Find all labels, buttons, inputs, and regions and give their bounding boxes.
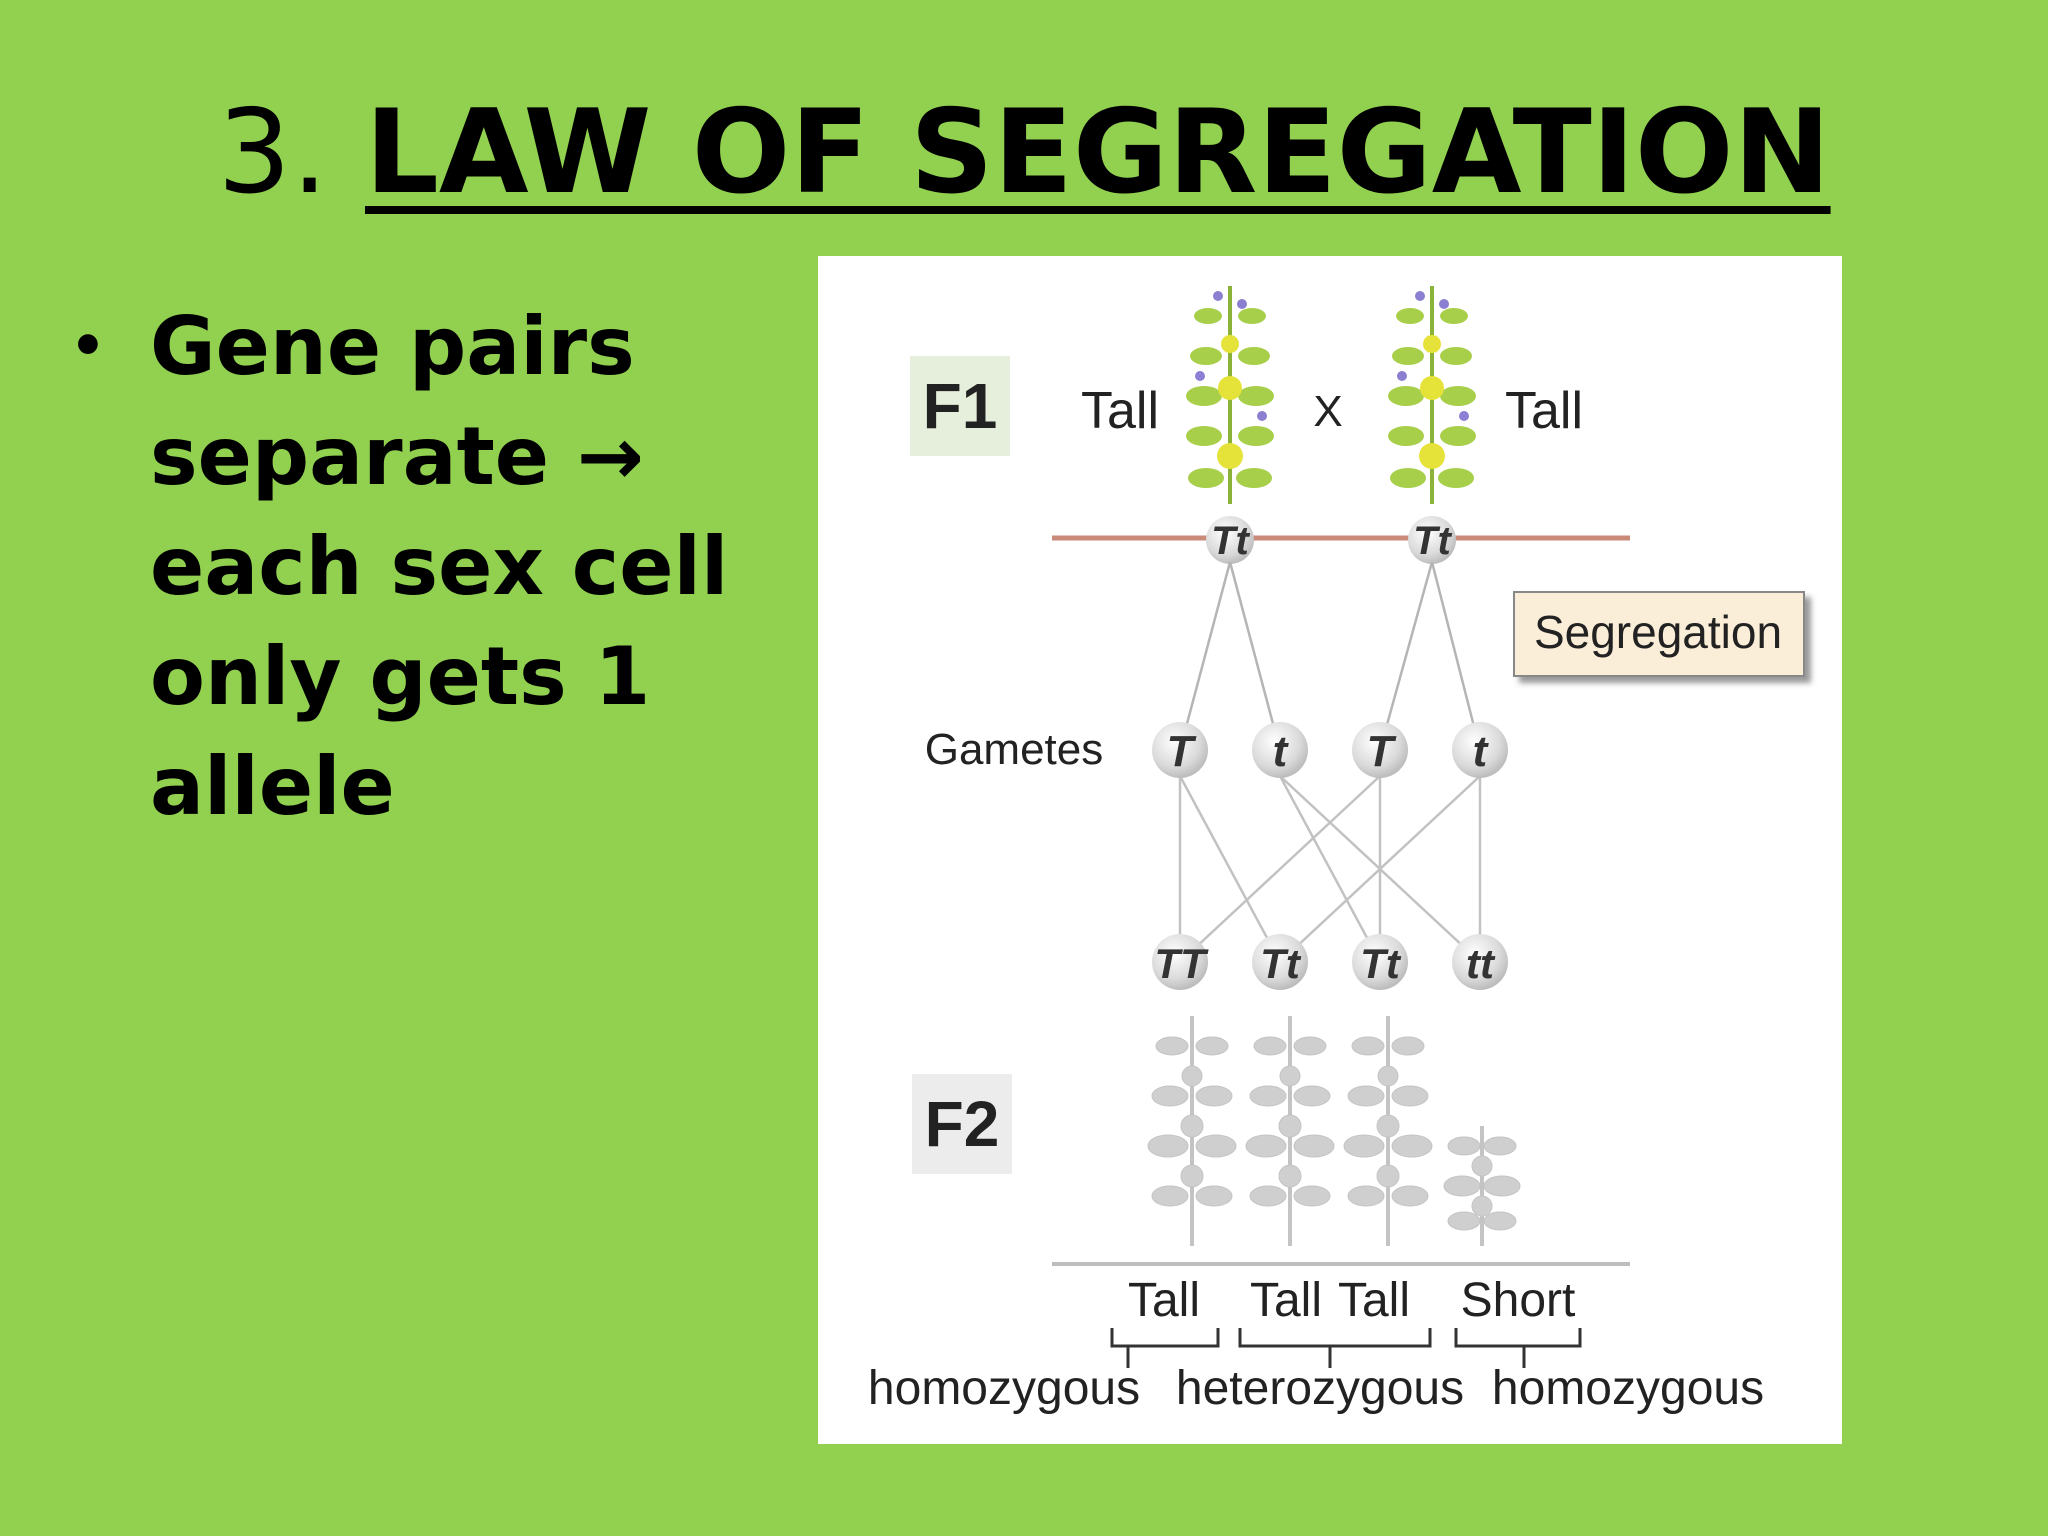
f1-plant-right-icon: [1388, 286, 1476, 504]
gamete-1: T: [1167, 727, 1197, 776]
title-text: LAW OF SEGREGATION: [364, 85, 1831, 220]
f2-plant-short-icon: [1443, 1126, 1521, 1246]
parent-right-label: Tall: [1505, 382, 1583, 440]
slide-title: 3. LAW OF SEGREGATION: [0, 78, 2048, 228]
zygosity-2: heterozygous: [1176, 1362, 1464, 1415]
f1-plant-left-icon: [1186, 286, 1274, 504]
parent-left-label: Tall: [1081, 382, 1159, 440]
f1-label: F1: [923, 370, 998, 442]
f2-plant-1-icon: [1147, 1016, 1237, 1246]
gamete-2: t: [1273, 727, 1290, 776]
parent-gamete-lines: [1178, 561, 1482, 751]
cross-symbol: X: [1313, 387, 1342, 436]
parent-right-genotype: Tt: [1413, 519, 1452, 563]
parent-right-ball: [1408, 516, 1456, 564]
parent-left-genotype: Tt: [1211, 519, 1250, 563]
offspring-genotype-3: Tt: [1360, 940, 1402, 987]
f2-plant-2-icon: [1245, 1016, 1335, 1246]
segregation-box: [1513, 591, 1805, 677]
f2-label-box: [912, 1074, 1012, 1174]
zygosity-1: homozygous: [868, 1362, 1140, 1415]
phenotype-2: Tall: [1250, 1274, 1322, 1327]
phenotype-3: Tall: [1338, 1274, 1410, 1327]
gamete-offspring-lines: [1178, 775, 1482, 963]
title-number: 3.: [217, 85, 329, 220]
diagram-svg: F1: [868, 286, 1805, 1415]
offspring-ball-2: [1252, 934, 1308, 990]
f1-label-box: [910, 356, 1010, 456]
offspring-genotype-1: TT: [1154, 940, 1209, 987]
gamete-ball-4: [1452, 722, 1508, 778]
gametes-label: Gametes: [925, 725, 1104, 774]
zygosity-brackets: [1110, 1328, 1582, 1368]
phenotype-4: Short: [1461, 1274, 1576, 1327]
zygosity-3: homozygous: [1492, 1362, 1764, 1415]
offspring-genotype-2: Tt: [1260, 940, 1302, 987]
bullet-list: • Gene pairs separate → each sex cell on…: [70, 292, 770, 842]
segregation-label: Segregation: [1534, 606, 1782, 658]
segregation-diagram: F1: [818, 256, 1842, 1444]
f2-plant-3-icon: [1343, 1016, 1433, 1246]
gamete-ball-1: [1152, 722, 1208, 778]
parent-left-ball: [1206, 516, 1254, 564]
gamete-3: T: [1367, 727, 1397, 776]
gamete-4: t: [1473, 727, 1490, 776]
offspring-genotype-4: tt: [1466, 940, 1496, 987]
offspring-ball-1: [1152, 934, 1208, 990]
gamete-ball-2: [1252, 722, 1308, 778]
offspring-ball-4: [1452, 934, 1508, 990]
f2-label: F2: [925, 1088, 1000, 1160]
bullet-text: Gene pairs separate → each sex cell only…: [150, 300, 729, 833]
phenotype-1: Tall: [1128, 1274, 1200, 1327]
bullet-dot-icon: •: [70, 314, 106, 379]
gamete-ball-3: [1352, 722, 1408, 778]
offspring-ball-3: [1352, 934, 1408, 990]
